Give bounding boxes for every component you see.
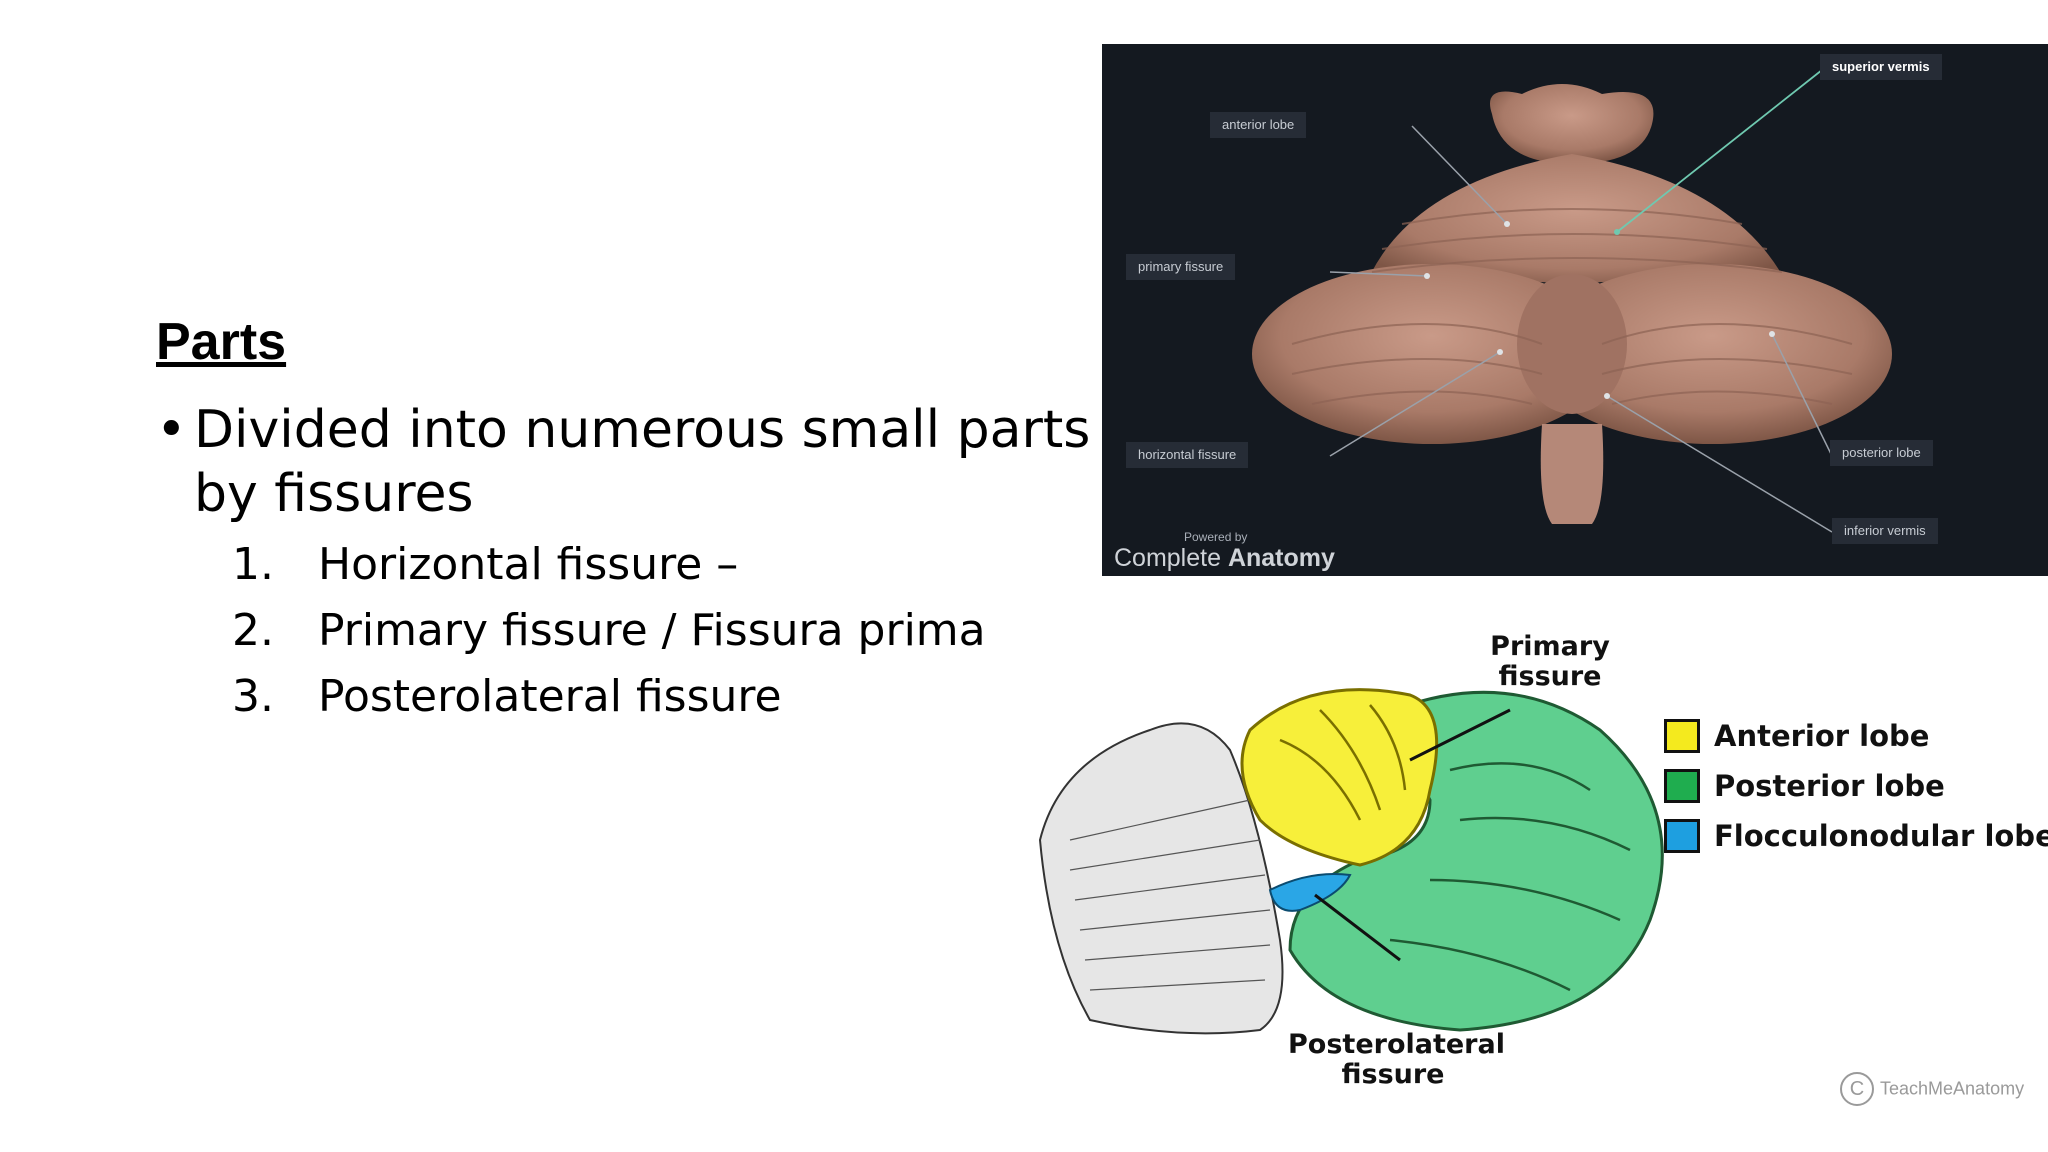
legend-swatch [1664, 769, 1700, 803]
legend-label: Posterior lobe [1714, 769, 1945, 803]
legend-label: Flocculonodular lobe [1714, 819, 2048, 853]
slide-heading: Parts [156, 313, 287, 371]
label-inferior-vermis: inferior vermis [1832, 518, 1938, 544]
label-posterolateral-fissure: Posterolateral fissure [1288, 1029, 1505, 1090]
label-primary-fissure: primary fissure [1126, 254, 1236, 280]
label-primary-fissure-diagram: Primary fissure [1470, 632, 1630, 692]
label-superior-vermis: superior vermis [1820, 54, 1942, 80]
teachmeanatomy-watermark: C TeachMeAnatomy [1840, 1072, 2024, 1108]
label-line: fissure [1341, 1059, 1445, 1090]
label-line: Posterolateral [1288, 1029, 1505, 1060]
list-label: Primary fissure / Fissura prima [318, 605, 986, 656]
list-number: 1. [232, 539, 274, 590]
brand-light: Complete [1114, 544, 1228, 572]
label-posterior-lobe: posterior lobe [1830, 440, 1933, 466]
watermark-text: TeachMeAnatomy [1880, 1078, 2025, 1099]
powered-by-text: Powered by [1184, 530, 1248, 544]
legend-label: Anterior lobe [1714, 719, 1930, 753]
list-number: 2. [232, 605, 274, 656]
list-label: Horizontal fissure – [318, 539, 739, 590]
list-label: Posterolateral fissure [318, 671, 782, 722]
legend-swatch [1664, 719, 1700, 753]
label-line: Primary [1490, 631, 1610, 662]
bullet-marker: • [156, 400, 187, 460]
sagittal-drawing [1038, 688, 1664, 1035]
brand-bold: Anatomy [1227, 544, 1335, 572]
label-anterior-lobe: anterior lobe [1210, 112, 1307, 138]
legend-swatch [1664, 819, 1700, 853]
cerebellum-sagittal-diagram: Primary fissure Posterolateral fissure [1030, 620, 2048, 1120]
label-horizontal-fissure: horizontal fissure [1126, 442, 1249, 468]
bullet-text: Divided into numerous small parts by fis… [194, 400, 1091, 524]
copyright-icon: C [1840, 1072, 1874, 1106]
label-line: fissure [1498, 661, 1602, 692]
list-number: 3. [232, 671, 274, 722]
cerebellum-3d-drawing [1252, 69, 1892, 533]
complete-anatomy-logo: Complete Anatomy [1114, 544, 1335, 573]
cerebellum-3d-image: superior vermis anterior lobe primary fi… [1102, 44, 2048, 576]
